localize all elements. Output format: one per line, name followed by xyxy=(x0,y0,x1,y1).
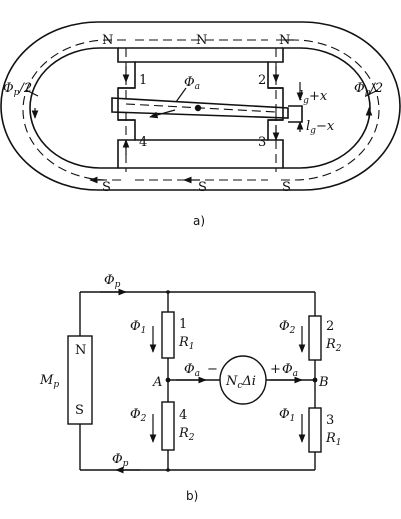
label-gap-plus: lg+x xyxy=(299,89,328,106)
label-phi-p-top: Φp xyxy=(104,273,121,290)
label-phi1-right: Φ1 xyxy=(279,407,295,424)
reluctance-r1-left xyxy=(161,311,175,359)
label-n-right: N xyxy=(279,33,290,48)
label-phi-p-bottom: Φp xyxy=(112,452,129,469)
caption-b: b) xyxy=(186,489,198,503)
label-node-b: B xyxy=(318,375,329,390)
node-bottom-dot xyxy=(166,468,170,472)
label-phi-a-right: Φa xyxy=(282,362,298,379)
label-plus: + xyxy=(270,362,281,377)
label-source: NcΔi xyxy=(225,374,256,391)
label-pole-3: 3 xyxy=(258,135,266,150)
label-s-left: S xyxy=(102,180,111,195)
label-n-mid: N xyxy=(196,33,207,48)
label-r1-top: R1 xyxy=(178,335,195,352)
label-phi2-left: Φ2 xyxy=(130,407,147,424)
labels-b: Φp Φp N S Mp Φ1 Φ2 Φ2 Φ1 1 R1 4 R2 2 R2 … xyxy=(39,273,342,503)
arrow-phi-a-leader xyxy=(175,87,187,103)
label-magnet-s: S xyxy=(75,403,84,418)
labels-a: N N N S S S 1 2 4 3 Φp/2 Φp/2 Φa lg+x lg… xyxy=(3,33,383,228)
label-magnet-n: N xyxy=(75,343,86,358)
mmf-source xyxy=(219,355,267,405)
leader-right-half xyxy=(365,89,379,97)
flux-arrows-a xyxy=(25,39,379,184)
label-phi-a: Φa xyxy=(184,75,200,92)
armature-tip xyxy=(288,105,303,123)
flux-right-loop xyxy=(276,39,380,181)
label-pole-4: 4 xyxy=(139,135,147,150)
label-pole-1: 1 xyxy=(139,73,147,88)
top-yoke xyxy=(118,47,283,63)
arrow-armature xyxy=(149,109,176,119)
label-r2-bot: R2 xyxy=(178,426,195,443)
label-phi1-left: Φ1 xyxy=(130,319,146,336)
flux-paths-a xyxy=(22,39,380,181)
label-r1-right-num: 3 xyxy=(326,413,334,428)
label-minus: − xyxy=(207,362,218,377)
label-mp: Mp xyxy=(39,373,59,390)
flux-left-loop xyxy=(22,39,126,181)
label-r2-bot-num: 4 xyxy=(179,408,187,423)
outer-ring-outline xyxy=(0,21,401,191)
label-r2-right-num: 2 xyxy=(326,319,334,334)
reluctance-r2-right xyxy=(308,315,322,361)
label-r2-right: R2 xyxy=(325,337,342,354)
inner-ring-outline xyxy=(29,47,136,169)
reluctance-r2-left xyxy=(161,401,175,451)
label-gap-minus: lg−x xyxy=(306,119,335,136)
armature xyxy=(111,97,289,119)
bottom-yoke xyxy=(118,139,283,169)
label-phi-p-half-left: Φp/2 xyxy=(3,81,32,98)
flux-arrows-b xyxy=(100,288,306,474)
label-r1-right: R1 xyxy=(325,431,342,448)
label-pole-2: 2 xyxy=(258,73,266,88)
label-node-a: A xyxy=(152,375,162,390)
node-top-dot xyxy=(166,290,170,294)
label-phi-p-half-right: Φp/2 xyxy=(354,81,383,98)
leader-left-half xyxy=(25,89,39,97)
node-a-dot xyxy=(165,377,171,383)
node-b-dot xyxy=(312,377,318,383)
label-phi-a-left: Φa xyxy=(184,362,200,379)
permanent-magnet xyxy=(67,335,93,425)
label-r1-top-num: 1 xyxy=(179,317,187,332)
pivot-dot xyxy=(194,104,202,112)
label-s-right: S xyxy=(282,180,291,195)
reluctance-r1-right xyxy=(308,407,322,453)
caption-a: a) xyxy=(193,214,205,228)
label-s-mid: S xyxy=(198,180,207,195)
label-n-left: N xyxy=(102,33,113,48)
label-phi2-right: Φ2 xyxy=(279,319,296,336)
